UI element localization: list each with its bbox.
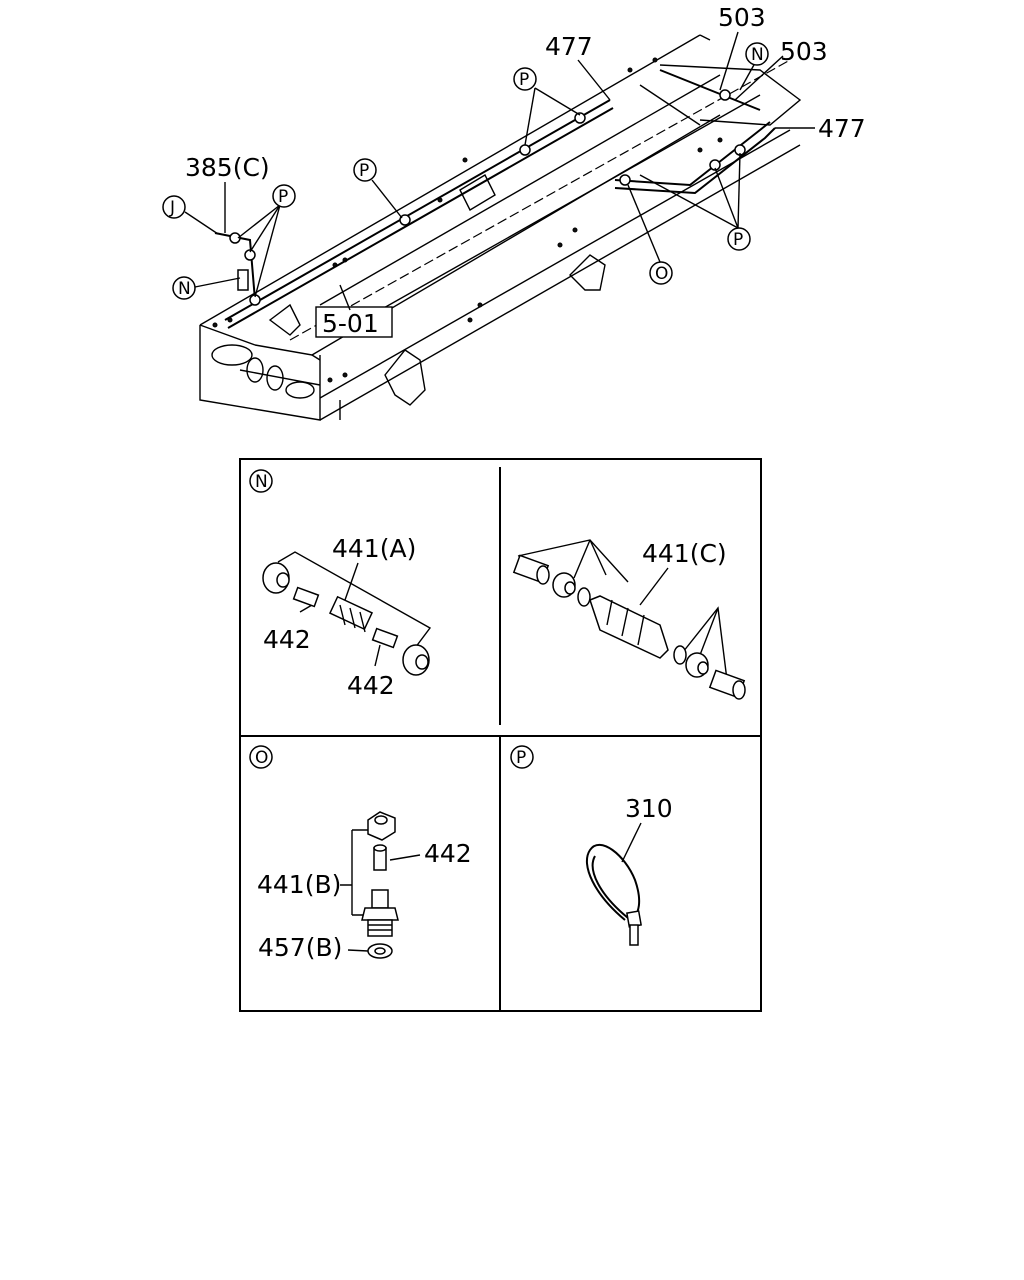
reference-box (315, 306, 393, 338)
sleeve-o (373, 844, 387, 871)
callout-p-top: P (513, 67, 537, 91)
label-503-top: 503 (718, 3, 766, 32)
svg-text:O: O (255, 748, 268, 768)
label-441c: 441(C) (642, 539, 727, 568)
connector-441b (361, 889, 399, 937)
svg-text:O: O (655, 264, 668, 284)
panel-p: P 310 (510, 745, 673, 946)
label-442-left: 442 (263, 625, 311, 654)
union-nut-right (402, 644, 430, 676)
tube-end-left (512, 554, 550, 585)
chassis-frame (199, 34, 802, 421)
pipe-385c (214, 232, 256, 301)
svg-text:P: P (359, 161, 369, 181)
svg-text:J: J (169, 198, 175, 218)
svg-text:P: P (519, 70, 529, 90)
label-477-right: 477 (818, 114, 866, 143)
pipe-clips (229, 89, 746, 306)
label-441a: 441(A) (332, 534, 416, 563)
nut-c-right (685, 652, 709, 678)
overview-leaders (184, 31, 815, 311)
label-477-top: 477 (545, 32, 593, 61)
sleeve-right (371, 627, 399, 649)
union-nut-left (262, 562, 290, 594)
tube-end-right (708, 669, 746, 700)
label-442-o: 442 (424, 839, 472, 868)
callout-p-right: P (727, 227, 751, 251)
callout-j: J (162, 195, 186, 219)
label-442-bottom: 442 (347, 671, 395, 700)
sleeve-left (292, 586, 320, 608)
svg-text:N: N (178, 279, 191, 299)
panel-p-tag: P (510, 745, 534, 769)
union-body-441c (589, 595, 669, 659)
svg-text:N: N (255, 472, 268, 492)
label-503-right: 503 (780, 37, 828, 66)
detail-grid (239, 458, 762, 1012)
ring-c-right (673, 645, 687, 665)
flare-nut-o (367, 811, 396, 841)
washer-457b (367, 943, 393, 959)
callout-p-left: P (272, 184, 296, 208)
ring-c-left (577, 587, 591, 607)
overview-callouts: N P P P J N O P (162, 42, 769, 300)
svg-text:P: P (733, 230, 743, 250)
svg-text:P: P (278, 187, 288, 207)
panel-n-right: 441(C) (512, 539, 746, 700)
callout-n-left: N (172, 276, 196, 300)
callout-p-mid: P (353, 158, 377, 182)
nut-c-left (552, 572, 576, 598)
panel-o: O 442 441(B) 457(B) (249, 745, 472, 962)
union-fitting-441a (328, 595, 374, 633)
svg-text:P: P (516, 748, 526, 768)
connector-n-left (237, 269, 249, 291)
label-441b: 441(B) (257, 870, 341, 899)
label-310: 310 (625, 794, 673, 823)
panel-o-tag: O (249, 745, 273, 769)
svg-text:N: N (751, 45, 764, 65)
label-385c: 385(C) (185, 153, 270, 182)
panel-n: N 441(A) 442 442 (249, 469, 432, 700)
label-457b: 457(B) (258, 933, 342, 962)
brake-pipe-477 (224, 69, 776, 329)
cable-tie-310 (585, 843, 642, 946)
panel-n-tag: N (249, 469, 273, 493)
callout-n-top: N (745, 42, 769, 66)
label-ref-5-01: 5-01 (322, 309, 379, 338)
callout-o: O (649, 261, 673, 285)
overview-labels: 503 503 477 477 385(C) 5-01 (185, 3, 866, 338)
